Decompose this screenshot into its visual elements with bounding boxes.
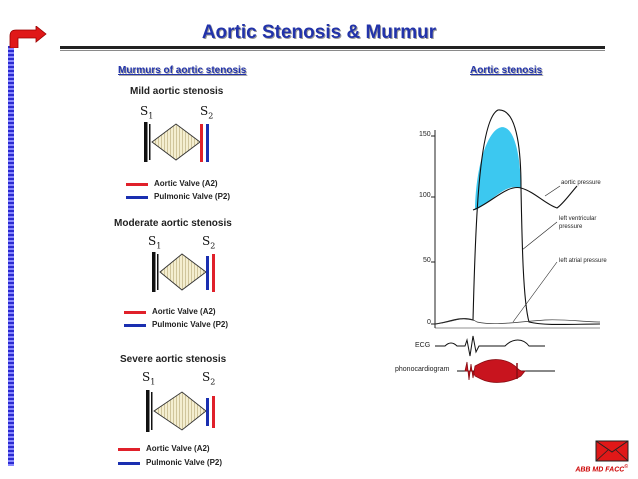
s2-text: S — [202, 234, 211, 248]
tick-150: 150 — [419, 131, 431, 138]
panel-moderate: Moderate aortic stenosis S1 S2 Aortic Va… — [112, 218, 262, 338]
legend-red-line — [118, 448, 140, 451]
murmur-shape — [151, 123, 201, 161]
s1-sub: 1 — [156, 241, 162, 251]
gradient-area — [475, 127, 521, 210]
aortic-pressure-line — [472, 185, 578, 211]
label-lv-pressure-1: left ventricular — [559, 216, 597, 222]
legend-red-label: Aortic Valve (A2) — [154, 179, 218, 188]
title-rule — [60, 46, 605, 49]
s1-sub: 1 — [148, 111, 154, 121]
murmur-diagram — [146, 390, 215, 432]
pulmonic-valve-bar — [206, 256, 209, 290]
s1-bar — [152, 252, 156, 292]
tick-100: 100 — [419, 192, 431, 199]
page-title: Aortic Stenosis & Murmur — [201, 22, 437, 43]
s2-text: S — [202, 370, 211, 384]
aortic-valve-bar — [212, 396, 215, 428]
right-subtitle: Aortic stenosis — [470, 65, 543, 76]
s2-label: S2 — [202, 370, 215, 386]
label-phono: phonocardiogram — [395, 366, 450, 373]
legend-blue-label: Pulmonic Valve (P2) — [152, 320, 229, 329]
s1-bar — [146, 390, 150, 432]
s1-bar — [144, 122, 148, 162]
s1-label: S1 — [140, 104, 153, 120]
murmur-shape — [159, 253, 207, 291]
label-lv-pressure-2: pressure — [559, 224, 583, 230]
s2-sub: 2 — [210, 241, 216, 251]
label-la-pressure: left atrial pressure — [559, 258, 607, 264]
legend-red-line — [126, 183, 148, 186]
murmur-diagram — [152, 252, 215, 292]
legend-blue-line — [126, 196, 148, 199]
signature-text: ABB MD FACC — [575, 466, 625, 474]
s1-sub: 1 — [150, 377, 156, 387]
legend-blue-line — [124, 324, 146, 327]
aortic-valve-bar — [212, 254, 215, 292]
s1-text: S — [142, 370, 151, 384]
legend-red-label: Aortic Valve (A2) — [146, 444, 210, 453]
tick-0: 0 — [427, 319, 431, 326]
title-rule-thin — [60, 50, 605, 51]
signature: ABB MD FACC© — [575, 464, 628, 473]
s1-text: S — [140, 104, 149, 118]
tick-50: 50 — [423, 257, 431, 264]
s1-label: S1 — [142, 370, 155, 386]
s2-label: S2 — [200, 104, 213, 120]
murmur-diagram — [144, 122, 209, 162]
legend-red-line — [124, 311, 146, 314]
corner-arrow-icon — [9, 26, 47, 48]
panel-heading: Severe aortic stenosis — [120, 354, 227, 365]
pressure-tracing: 150 100 50 0 aortic pressure left ventri… — [395, 100, 615, 390]
s2-sub: 2 — [208, 111, 214, 121]
left-subtitle: Murmurs of aortic stenosis — [118, 65, 247, 76]
aortic-valve-bar — [200, 124, 203, 162]
s1-label: S1 — [148, 234, 161, 250]
pressure-graph — [431, 109, 601, 383]
phono-murmur — [464, 359, 527, 383]
side-bar — [8, 46, 14, 466]
label-ecg: ECG — [415, 342, 431, 349]
pulmonic-valve-bar — [206, 124, 209, 162]
legend-red-label: Aortic Valve (A2) — [152, 307, 216, 316]
pulmonic-valve-bar — [206, 398, 209, 426]
legend-blue-line — [118, 462, 140, 465]
label-aortic-pressure: aortic pressure — [561, 180, 601, 186]
murmur-shape — [153, 391, 207, 431]
s2-label: S2 — [202, 234, 215, 250]
s2-text: S — [200, 104, 209, 118]
legend-blue-label: Pulmonic Valve (P2) — [146, 458, 223, 467]
s1-text: S — [148, 234, 157, 248]
panel-heading: Moderate aortic stenosis — [114, 218, 232, 229]
panel-heading: Mild aortic stenosis — [130, 86, 224, 97]
legend-blue-label: Pulmonic Valve (P2) — [154, 192, 231, 201]
la-pressure-line — [434, 318, 601, 325]
signature-sup: © — [624, 464, 628, 470]
envelope-icon[interactable] — [595, 440, 629, 462]
s2-sub: 2 — [210, 377, 216, 387]
panel-mild: Mild aortic stenosis S1 S2 Aortic Valve … — [112, 86, 252, 206]
ecg-trace — [435, 335, 545, 357]
panel-severe: Severe aortic stenosis S1 S2 Aortic Valv… — [112, 354, 262, 474]
